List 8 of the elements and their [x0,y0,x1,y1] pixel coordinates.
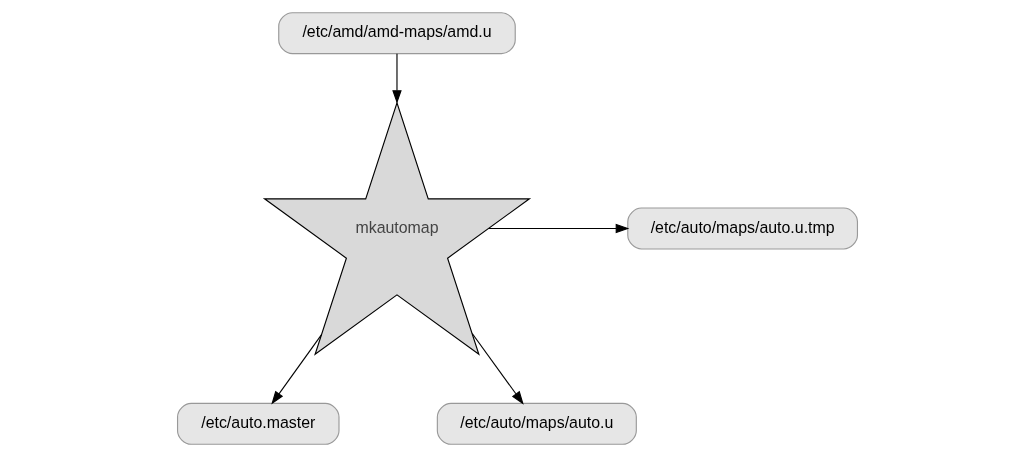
arrow [487,223,629,234]
arrow [270,334,322,405]
arrow [391,53,402,104]
node-box: /etc/auto/maps/auto.u.tmp [626,207,858,250]
node-box: /etc/amd/amd-maps/amd.u [277,12,516,55]
arrow [471,332,524,405]
node-box: /etc/auto/maps/auto.u [436,402,637,445]
node-box: /etc/auto.master [176,402,340,445]
